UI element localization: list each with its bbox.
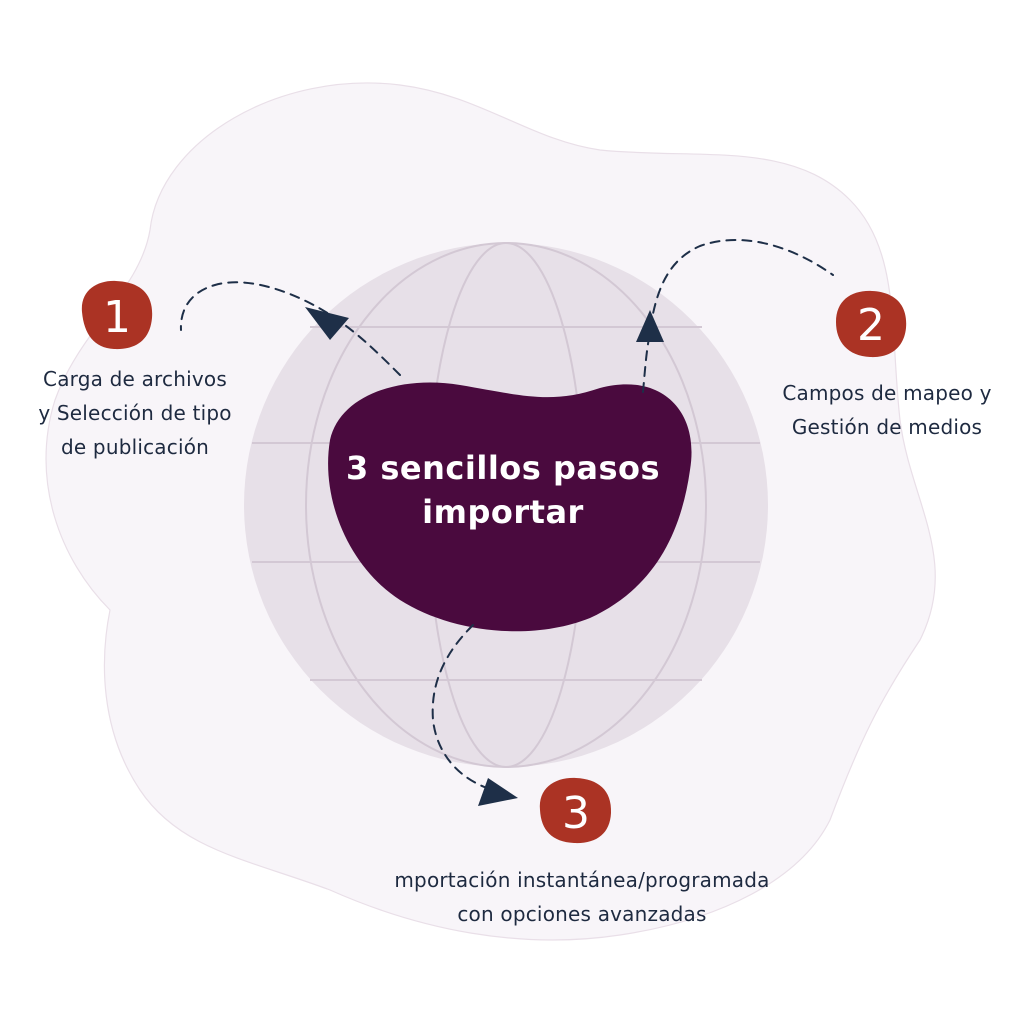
step-3-line-1: mportación instantánea/programada [394, 868, 770, 892]
step-1-badge: 1 [81, 280, 153, 350]
diagram-title: 3 sencillos pasos importar [325, 446, 681, 534]
connector-arrow-step2 [642, 239, 834, 393]
step-2-number: 2 [857, 300, 885, 351]
step-3-number: 3 [562, 788, 590, 839]
step-2-line-1: Campos de mapeo y [782, 381, 992, 405]
step-2-label: Campos de mapeo y Gestión de medios [755, 376, 1019, 444]
arrowhead-step3 [478, 778, 518, 806]
step-3-label: mportación instantánea/programada con op… [340, 863, 824, 931]
step-2-badge: 2 [836, 290, 907, 358]
step-1-line-2: y Selección de tipo [38, 401, 232, 425]
step-1-line-1: Carga de archivos [43, 367, 227, 391]
step-1-number: 1 [103, 292, 131, 343]
step-1-line-3: de publicación [60, 435, 210, 459]
center-blob [328, 382, 692, 632]
title-line-1: 3 sencillos pasos [345, 449, 661, 487]
connector-arrow-step1 [179, 281, 401, 376]
arrowhead-step2 [636, 310, 664, 342]
title-line-2: importar [422, 493, 584, 531]
step-3-badge: 3 [539, 777, 612, 844]
arrowhead-step1 [305, 307, 349, 340]
step-2-line-2: Gestión de medios [791, 415, 983, 439]
step-3-line-2: con opciones avanzadas [457, 902, 707, 926]
step-1-label: Carga de archivos y Selección de tipo de… [20, 362, 250, 464]
